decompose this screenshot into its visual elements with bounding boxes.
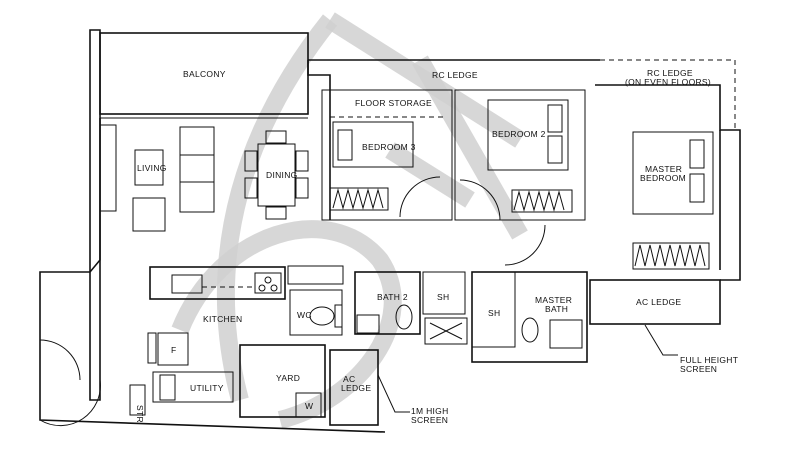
bedroom-3 bbox=[321, 89, 453, 221]
label-utility: UTILITY bbox=[190, 383, 224, 393]
label-bedroom-3: BEDROOM 3 bbox=[362, 142, 416, 152]
label-kitchen: KITCHEN bbox=[203, 314, 242, 324]
label-ac-ledge-small-1: AC bbox=[343, 374, 355, 384]
label-bath-2: BATH 2 bbox=[377, 292, 408, 302]
master-bath bbox=[471, 271, 588, 363]
label-master-bath-1: MASTER bbox=[535, 295, 572, 305]
master-bedroom bbox=[632, 131, 714, 270]
label-master-bedroom-2: BEDROOM bbox=[640, 173, 686, 183]
label-yard: YARD bbox=[276, 373, 300, 383]
label-dining: DINING bbox=[266, 170, 298, 180]
label-sh-2: SH bbox=[488, 308, 500, 318]
annotation-leaders bbox=[377, 324, 678, 413]
label-bedroom-2: BEDROOM 2 bbox=[492, 129, 546, 139]
label-living: LIVING bbox=[137, 163, 167, 173]
label-floor-storage: FLOOR STORAGE bbox=[355, 98, 432, 108]
label-ac-ledge-right: AC LEDGE bbox=[636, 297, 681, 307]
label-sh-1: SH bbox=[437, 292, 449, 302]
label-wc: WC bbox=[297, 310, 312, 320]
label-fridge: F bbox=[171, 345, 177, 355]
wc bbox=[287, 265, 344, 336]
ac-ledge-right bbox=[589, 279, 721, 325]
label-master-bedroom-1: MASTER bbox=[645, 164, 682, 174]
label-full-height-screen-1: FULL HEIGHT bbox=[680, 355, 738, 365]
kitchen bbox=[147, 266, 286, 366]
label-balcony: BALCONY bbox=[183, 69, 226, 79]
label-high-screen-1: 1M HIGH bbox=[411, 406, 449, 416]
bedroom-2 bbox=[454, 89, 586, 266]
living-dining-furniture bbox=[99, 124, 309, 232]
label-rc-ledge-even-1: RC LEDGE bbox=[647, 68, 693, 78]
outer-walls bbox=[39, 29, 741, 433]
label-washer: W bbox=[305, 401, 313, 411]
label-master-bath-2: BATH bbox=[545, 304, 568, 314]
label-ac-ledge-small-2: LEDGE bbox=[341, 383, 371, 393]
label-store: STR bbox=[135, 405, 145, 423]
label-high-screen-2: SCREEN bbox=[411, 415, 448, 425]
bath-2 bbox=[354, 271, 468, 345]
label-rc-ledge-even-2: (ON EVEN FLOORS) bbox=[625, 77, 711, 87]
label-rc-ledge: RC LEDGE bbox=[432, 70, 478, 80]
yard-utility bbox=[39, 339, 379, 427]
label-full-height-screen-2: SCREEN bbox=[680, 364, 717, 374]
